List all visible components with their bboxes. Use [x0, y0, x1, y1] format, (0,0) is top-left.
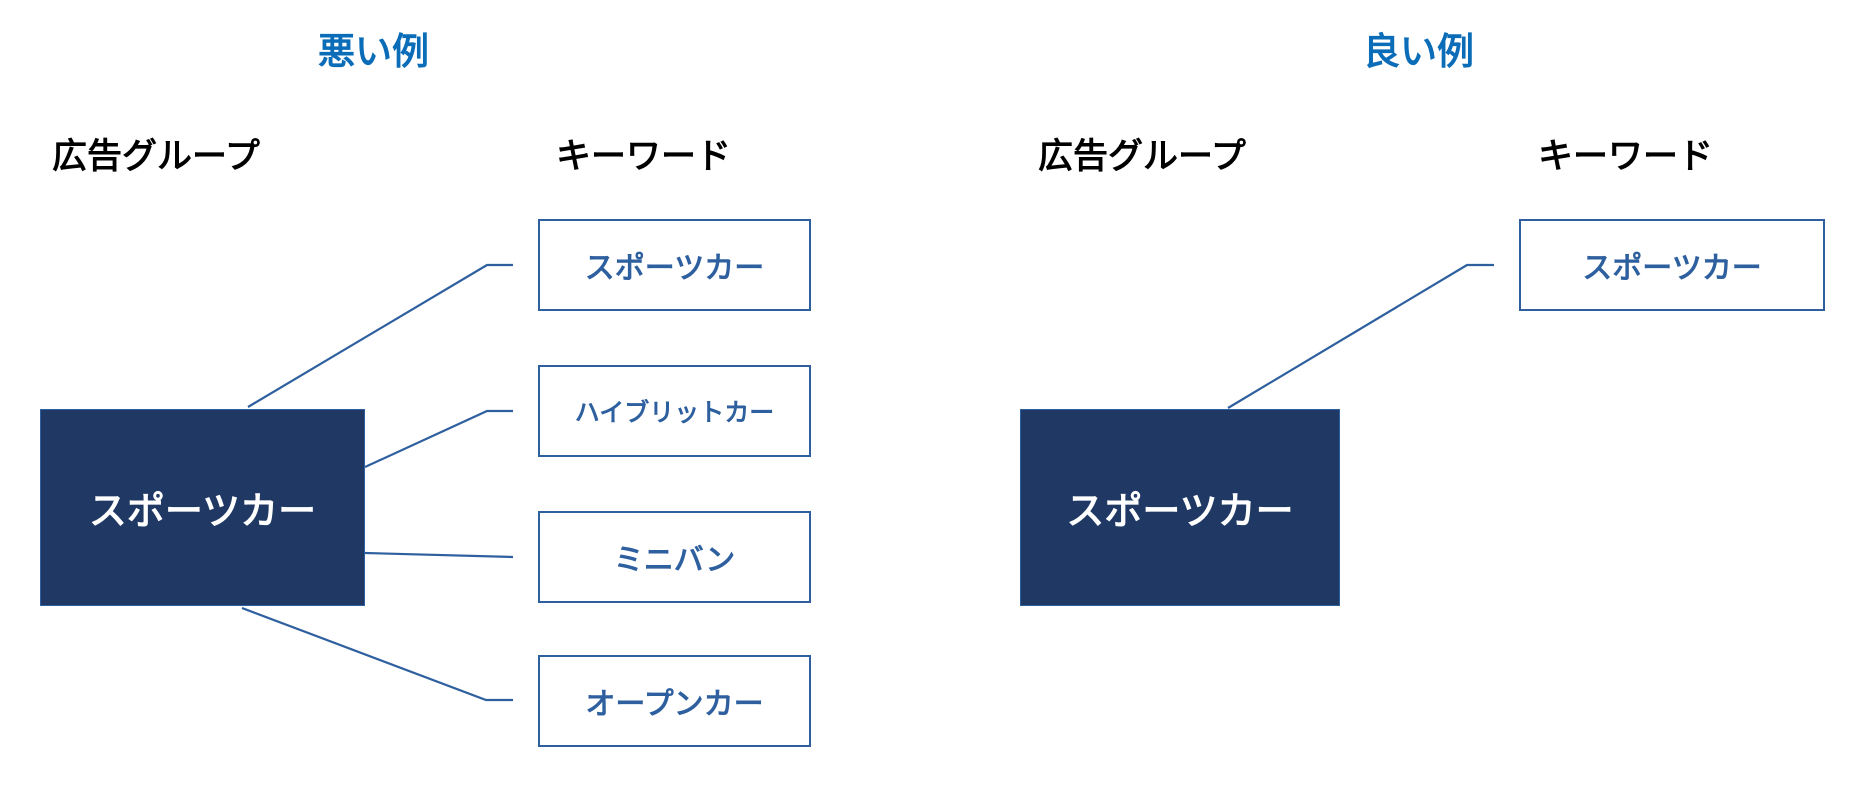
panel-title-bad-example: 悪い例 [318, 31, 429, 72]
ad-group-box-bad[interactable]: スポーツカー [40, 409, 365, 606]
connector-bad-4 [241, 606, 513, 702]
keyword-box-bad-4[interactable]: オープンカー [538, 655, 811, 747]
connector-good-1 [1227, 263, 1494, 409]
ad-group-box-bad-label: スポーツカー [88, 491, 317, 533]
ad-group-box-good-label: スポーツカー [1066, 491, 1294, 533]
keyword-box-bad-3[interactable]: ミニバン [538, 511, 811, 603]
keyword-box-bad-2-label: ハイブリットカー [574, 399, 775, 427]
panel-title-good-example: 良い例 [1363, 31, 1474, 72]
keyword-box-bad-4-label: オープンカー [585, 688, 764, 721]
keyword-box-bad-3-label: ミニバン [613, 544, 736, 577]
ad-group-box-good[interactable]: スポーツカー [1020, 409, 1340, 606]
column-header-keyword-good: キーワード [1538, 137, 1714, 176]
keyword-box-good-1[interactable]: スポーツカー [1519, 219, 1825, 311]
column-header-ad-group-good: 広告グループ [1038, 137, 1246, 176]
keyword-box-bad-2[interactable]: ハイブリットカー [538, 365, 811, 457]
keyword-box-bad-1-label: スポーツカー [584, 252, 765, 285]
column-header-ad-group-bad: 広告グループ [52, 137, 260, 176]
keyword-box-bad-1[interactable]: スポーツカー [538, 219, 811, 311]
connector-bad-1 [247, 263, 513, 408]
connector-bad-3 [364, 551, 514, 559]
connector-bad-2 [364, 409, 513, 468]
column-header-keyword-bad: キーワード [556, 137, 732, 176]
keyword-box-good-1-label: スポーツカー [1582, 252, 1762, 285]
